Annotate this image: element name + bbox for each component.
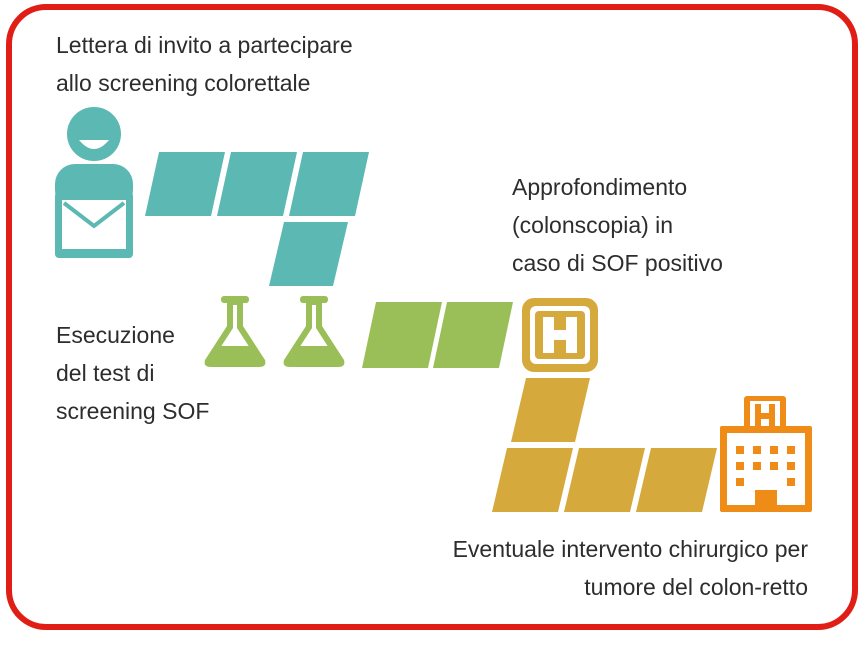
teal-tile — [145, 152, 225, 216]
green-tile — [433, 302, 513, 368]
teal-path-tiles — [145, 152, 369, 286]
gold-tile — [636, 448, 717, 512]
step-surgery-label: Eventuale intervento chirurgico per tumo… — [452, 536, 808, 600]
gold-tile — [492, 448, 573, 512]
gold-path-tiles — [492, 378, 717, 512]
step-colonoscopy-label: Approfondimento (colonscopia) in caso di… — [512, 174, 723, 276]
gold-tile — [564, 448, 645, 512]
flask-icon — [283, 296, 345, 367]
person-envelope-icon — [55, 107, 133, 258]
teal-tile — [217, 152, 297, 216]
flask-icon — [204, 296, 266, 367]
gold-tile — [511, 378, 590, 442]
step-invite-label: Lettera di invito a partecipare allo scr… — [56, 32, 353, 96]
step-test-label: Esecuzione del test di screening SOF — [56, 322, 210, 424]
teal-tile — [289, 152, 369, 216]
hospital-building-icon — [720, 396, 812, 512]
green-path-tiles — [362, 302, 513, 368]
teal-tile — [269, 222, 348, 286]
green-tile — [362, 302, 442, 368]
hospital-h-icon — [522, 298, 598, 372]
